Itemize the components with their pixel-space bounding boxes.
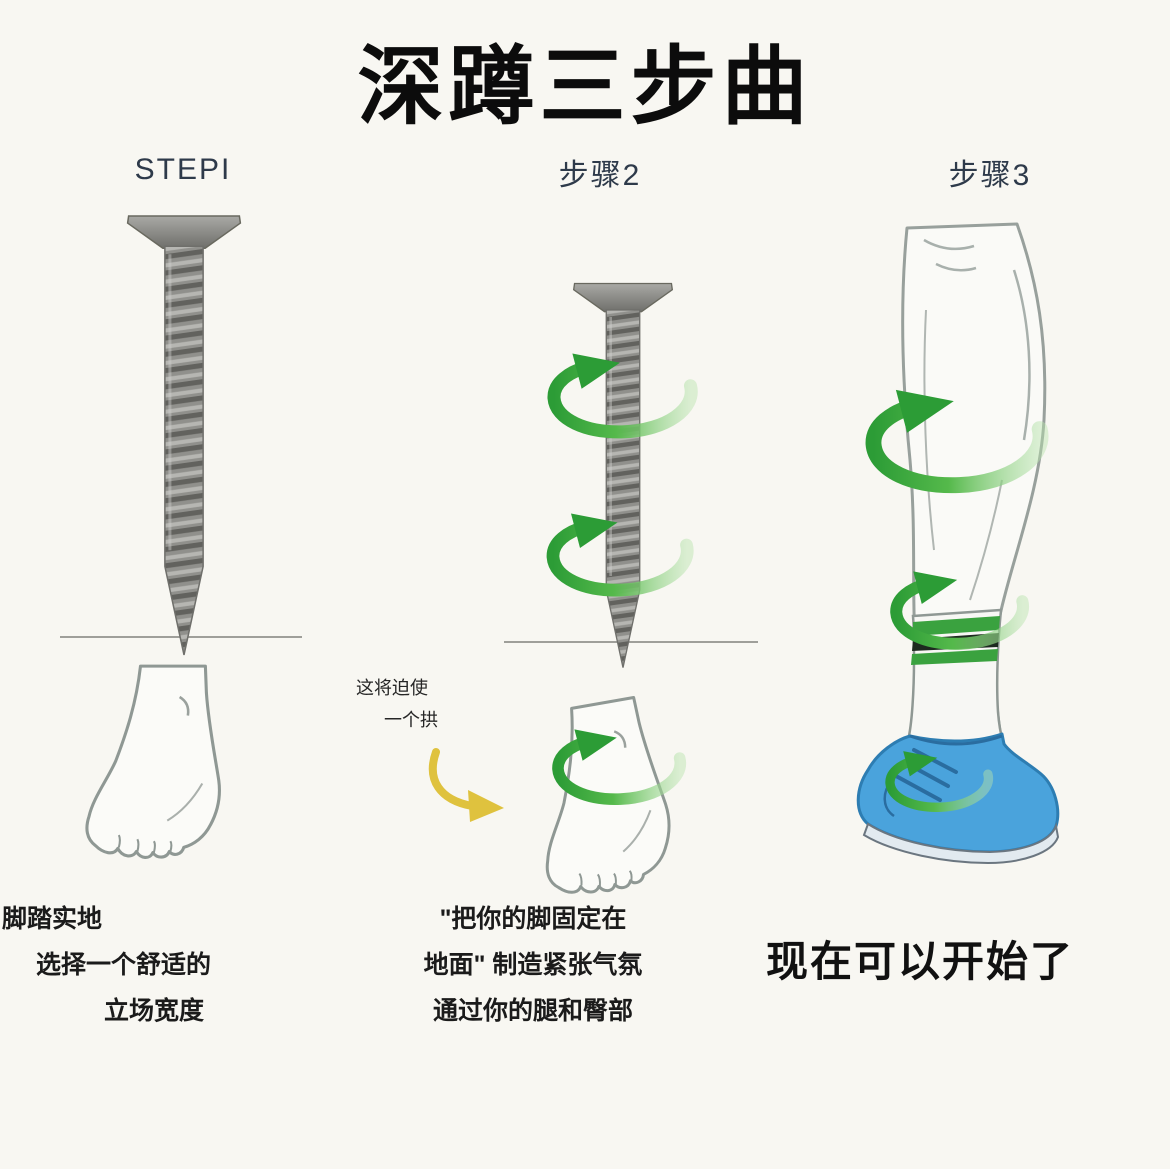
rotation-arrow-icon bbox=[532, 728, 707, 810]
foot-illustration bbox=[80, 662, 236, 868]
page-title: 深蹲三步曲 bbox=[357, 39, 813, 135]
rotation-arrow-icon bbox=[845, 388, 1070, 500]
arch-note-line: 一个拱 bbox=[384, 710, 438, 730]
ground-line bbox=[504, 641, 758, 643]
arch-note-line: 这将迫使 bbox=[356, 678, 428, 698]
rotation-arrow-icon bbox=[872, 750, 1007, 816]
step2-caption: "把你的脚固定在 地面" 制造紧张气氛 通过你的腿和臀部 bbox=[390, 896, 676, 1034]
arch-note: 这将迫使 一个拱 bbox=[356, 672, 438, 736]
caption-line: 脚踏实地 bbox=[2, 905, 103, 933]
step2-header: 步骤2 bbox=[558, 159, 642, 192]
step3-caption: 现在可以开始了 bbox=[765, 938, 1074, 985]
step3-header: 步骤3 bbox=[948, 159, 1032, 192]
caption-line: "把你的脚固定在 bbox=[439, 905, 627, 933]
caption-line: 立场宽度 bbox=[104, 997, 205, 1025]
step1-header: STEPI bbox=[134, 153, 232, 186]
arch-arrow-icon bbox=[428, 748, 504, 822]
rotation-arrow-icon bbox=[528, 512, 713, 602]
rotation-arrow-icon bbox=[885, 570, 1035, 655]
step1-caption: 脚踏实地 选择一个舒适的 立场宽度 bbox=[2, 896, 211, 1034]
caption-line: 选择一个舒适的 bbox=[36, 951, 212, 979]
caption-line: 通过你的腿和臀部 bbox=[432, 997, 633, 1025]
screw-illustration bbox=[118, 212, 250, 660]
screw-illustration bbox=[562, 280, 684, 672]
caption-line: 地面" 制造紧张气氛 bbox=[423, 951, 643, 979]
rotation-arrow-icon bbox=[528, 352, 718, 444]
